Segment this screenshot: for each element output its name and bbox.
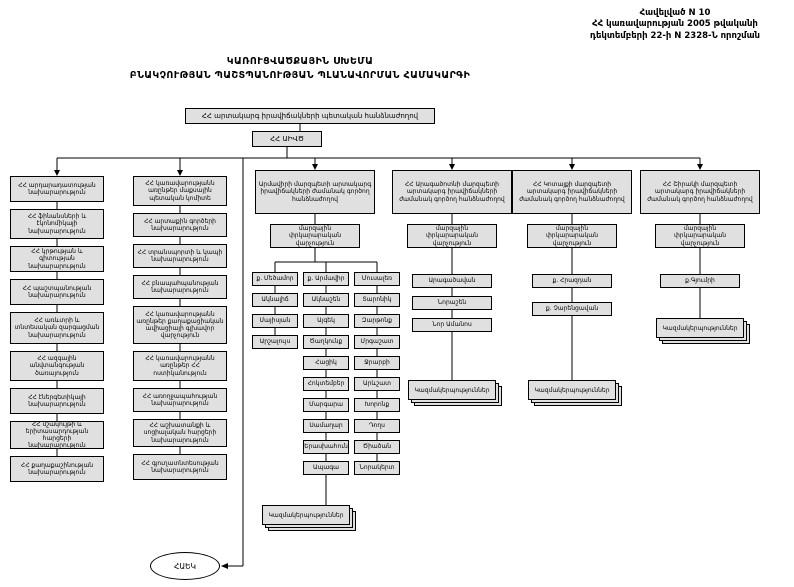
nuclear-plant-node: ՀԱԵԿ [150,552,220,580]
settlement-box: Խորոնք [354,398,400,412]
marz-commission-box: ՀՀ Կոտայքի մարզպետի արտակարգ իրավիճակներ… [512,170,632,214]
settlement-box: Ապագա [303,461,349,475]
ministry-box: ՀՀ տրանսպորտի և կապի նախարարություն [133,244,227,268]
settlement-box: Այգեկ [303,314,349,328]
settlement-box: Ակնաշեն [303,293,349,307]
ministry-box: ՀՀ ֆինանսների և էկոնոմիկայի նախարարությո… [10,209,104,239]
settlement-box: Հոկտեմբեր [303,377,349,391]
settlement-box: Ծիածան [354,440,400,454]
settlement-box: Տարոնիկ [354,293,400,307]
settlement-box: Ծաղկունք [303,335,349,349]
settlement-box: Մայիսյան [252,314,298,328]
ministry-box: ՀՀ կառավարությանն առընթեր ՀՀ ոստիկանությ… [133,351,227,381]
ministry-box: ՀՀ առևտրի և տնտեսական զարգացման նախարարո… [10,312,104,344]
marz-commission-box: ՀՀ Արագածոտնի մարզպետի արտակարգ իրավիճակ… [392,170,512,214]
organizations-stack: Կազմակերպություններ [262,505,356,531]
ministry-box: ՀՀ մշակույթի և երիտասարդության հարցերի ն… [10,421,104,449]
ministry-box: ՀՀ աշխատանքի և սոցիալական հարցերի նախարա… [133,419,227,447]
organizations-label: Կազմակերպություններ [656,318,744,338]
ministry-box: ՀՀ քաղաքաշինության նախարարություն [10,456,104,482]
rescue-department-box: մարզային փրկարարական վարչություն [407,224,497,248]
settlement-box: Արշալույս [252,335,298,349]
settlement-box: Նորաշեն [412,296,492,310]
settlement-box: Մուսալեռ [354,272,400,286]
rescue-department-box: մարզային փրկարարական վարչություն [527,224,617,248]
organizations-stack: Կազմակերպություններ [528,380,622,406]
settlement-box: Ակնալիճ [252,293,298,307]
organizations-stack: Կազմակերպություններ [408,380,502,406]
ministry-box: ՀՀ պաշտպանության նախարարություն [10,279,104,305]
settlement-box: Սամաղար [303,419,349,433]
settlement-box: Մրգաշատ [354,335,400,349]
ministry-box: ՀՀ առողջապահության նախարարություն [133,388,227,412]
rescue-department-box: մարզային փրկարարական վարչություն [270,224,360,248]
settlement-box: Նոր Ամանոս [412,318,492,332]
ministry-box: ՀՀ արդարադատության նախարարություն [10,176,104,202]
settlement-box: Դողս [354,419,400,433]
settlement-box: Երասխահուն [303,440,349,454]
settlement-box: ք. Հրազդան [532,274,612,288]
state-commission-box: ՀՀ արտակարգ իրավիճակների պետական հանձնաժ… [185,108,435,124]
settlement-box: Նորակերտ [354,461,400,475]
title-line-1: ԿԱՌՈՒՑՎԱԾՔԱՅԻՆ ՍԽԵՄԱ [226,56,374,67]
ministry-box: ՀՀ էներգետիկայի նախարարություն [10,388,104,414]
ministry-box: ՀՀ արտաքին գործերի նախարարություն [133,213,227,237]
settlement-box: ք. Արմավիր [303,272,349,286]
settlement-box: ք. Մեծամոր [252,272,298,286]
page-title: ԿԱՌՈՒՑՎԱԾՔԱՅԻՆ ՍԽԵՄԱ ԲՆԱԿՉՈՒԹՅԱՆ ՊԱՇՏՊԱՆ… [55,55,545,83]
ministry-box: ՀՀ ազգային անվտանգության ծառայություն [10,351,104,381]
rescue-department-box: մարզային փրկարարական վարչություն [655,224,745,248]
settlement-box: ք. Չարենցավան [532,302,612,316]
ministry-box: ՀՀ գյուղատնտեսության նախարարություն [133,454,227,480]
organizations-label: Կազմակերպություններ [408,380,496,400]
decree-reference: դեկտեմբերի 22-ի N 2328-Ն որոշման [589,30,761,41]
ministry-box: ՀՀ կառավարությանն առընթեր մաքսային պետակ… [133,176,227,206]
settlement-box: Արագածավան [412,274,492,288]
organizations-stack: Կազմակերպություններ [656,318,750,344]
decree-authority: ՀՀ կառավարության 2005 թվականի [592,19,758,30]
settlement-box: Մարգարա [303,398,349,412]
title-line-2: ԲՆԱԿՉՈՒԹՅԱՆ ՊԱՇՏՊԱՆՈՒԹՅԱՆ ՊԼԱՆԱՎՈՐՄԱՆ ՀԱ… [129,69,471,81]
ministry-box: ՀՀ կառավարությանն առընթեր քաղաքացիական ա… [133,306,227,344]
marz-commission-box: ՀՀ Շիրակի մարզպետի արտակարգ իրավիճակների… [640,170,760,214]
settlement-box: Զարթոնք [354,314,400,328]
organizations-label: Կազմակերպություններ [262,505,350,525]
appendix-number: Հավելված N 10 [639,8,711,18]
rescue-service-box: ՀՀ ԱԻՎԾ [252,131,322,147]
appendix-annotation: Հավելված N 10 ՀՀ կառավարության 2005 թվակ… [555,8,794,42]
settlement-box: Արևշատ [354,377,400,391]
settlement-box: Հացիկ [303,356,349,370]
marz-commission-box: Արմավիրի մարզպետի արտակարգ իրավիճակների … [255,170,375,214]
ministry-box: ՀՀ բնապահպանության նախարարություն [133,275,227,299]
organizations-label: Կազմակերպություններ [528,380,616,400]
ministry-box: ՀՀ կրթության և գիտության նախարարություն [10,246,104,272]
settlement-box: Ջրարբի [354,356,400,370]
settlement-box: ք.Գյումրի [660,274,740,288]
